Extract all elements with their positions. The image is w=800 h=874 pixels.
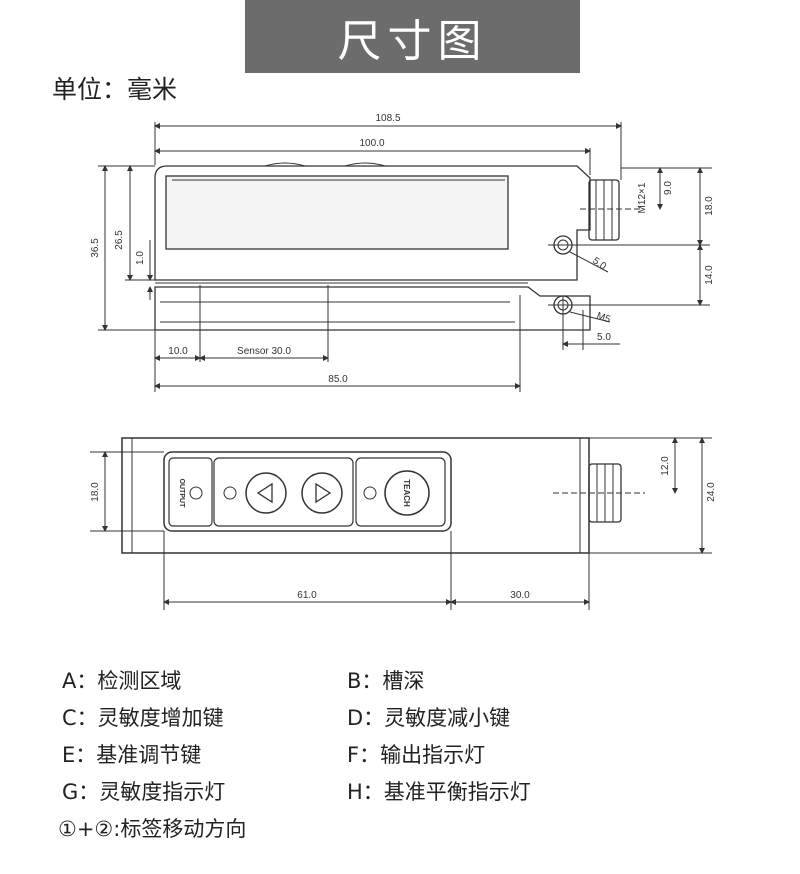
sensitivity-decrease-button[interactable] (245, 472, 287, 514)
page-title: 尺寸图 (245, 0, 580, 73)
legend-item-a: A：检测区域 (62, 669, 182, 693)
dim-connector-height: 18.0 (704, 196, 715, 216)
sensitivity-indicator-led (223, 486, 237, 500)
dim-edge-offset: 10.0 (168, 346, 188, 357)
output-indicator-led (189, 486, 203, 500)
balance-indicator-led (363, 486, 377, 500)
dim-sensor-length: Sensor 30.0 (237, 346, 291, 357)
triangle-right-icon (315, 482, 332, 504)
dim-front-connector-offset: 12.0 (660, 456, 671, 476)
dim-screw: M5 (595, 310, 612, 325)
control-panel (163, 451, 452, 532)
dim-upper-height: 26.5 (114, 230, 125, 250)
legend-item-b: B：槽深 (347, 669, 425, 693)
unit-label: 单位：毫米 (52, 75, 178, 104)
legend-item-h: H：基准平衡指示灯 (347, 780, 531, 804)
dim-total-length: 108.5 (375, 113, 400, 124)
top-view (98, 122, 712, 392)
teach-button[interactable]: TEACH (384, 470, 430, 516)
detection-window (165, 175, 509, 250)
dim-gap: 1.0 (135, 251, 146, 265)
dim-connector-length: 30.0 (510, 590, 530, 601)
legend-item-c: C：灵敏度增加键 (62, 706, 224, 730)
dim-total-height: 24.0 (706, 482, 717, 502)
sensor-upper-body (154, 165, 591, 281)
triangle-left-icon (256, 482, 273, 504)
legend-item-e: E：基准调节键 (62, 743, 202, 767)
legend-item-g: G：灵敏度指示灯 (62, 780, 226, 804)
dim-screw-offset: 5.0 (597, 332, 611, 343)
output-label: OUTPUT (178, 479, 185, 509)
dim-slot-length: 85.0 (328, 374, 348, 385)
dim-connector-thread: M12×1 (637, 182, 648, 213)
dim-height: 36.5 (90, 238, 101, 258)
legend-note: ①+②:标签移动方向 (58, 817, 247, 841)
dim-panel-height: 18.0 (90, 482, 101, 502)
dim-hole-dia: 5.0 (590, 255, 608, 272)
legend-item-d: D：灵敏度减小键 (347, 706, 511, 730)
teach-label: TEACH (402, 479, 411, 507)
sensitivity-increase-button[interactable] (301, 472, 343, 514)
dim-hole-spacing: 14.0 (704, 265, 715, 285)
legend-item-f: F：输出指示灯 (347, 743, 486, 767)
dim-panel-length: 61.0 (297, 590, 317, 601)
dim-connector-offset: 9.0 (663, 181, 674, 195)
front-view (90, 437, 712, 610)
dim-body-length: 100.0 (359, 138, 384, 149)
sensor-lower-body (154, 286, 591, 331)
